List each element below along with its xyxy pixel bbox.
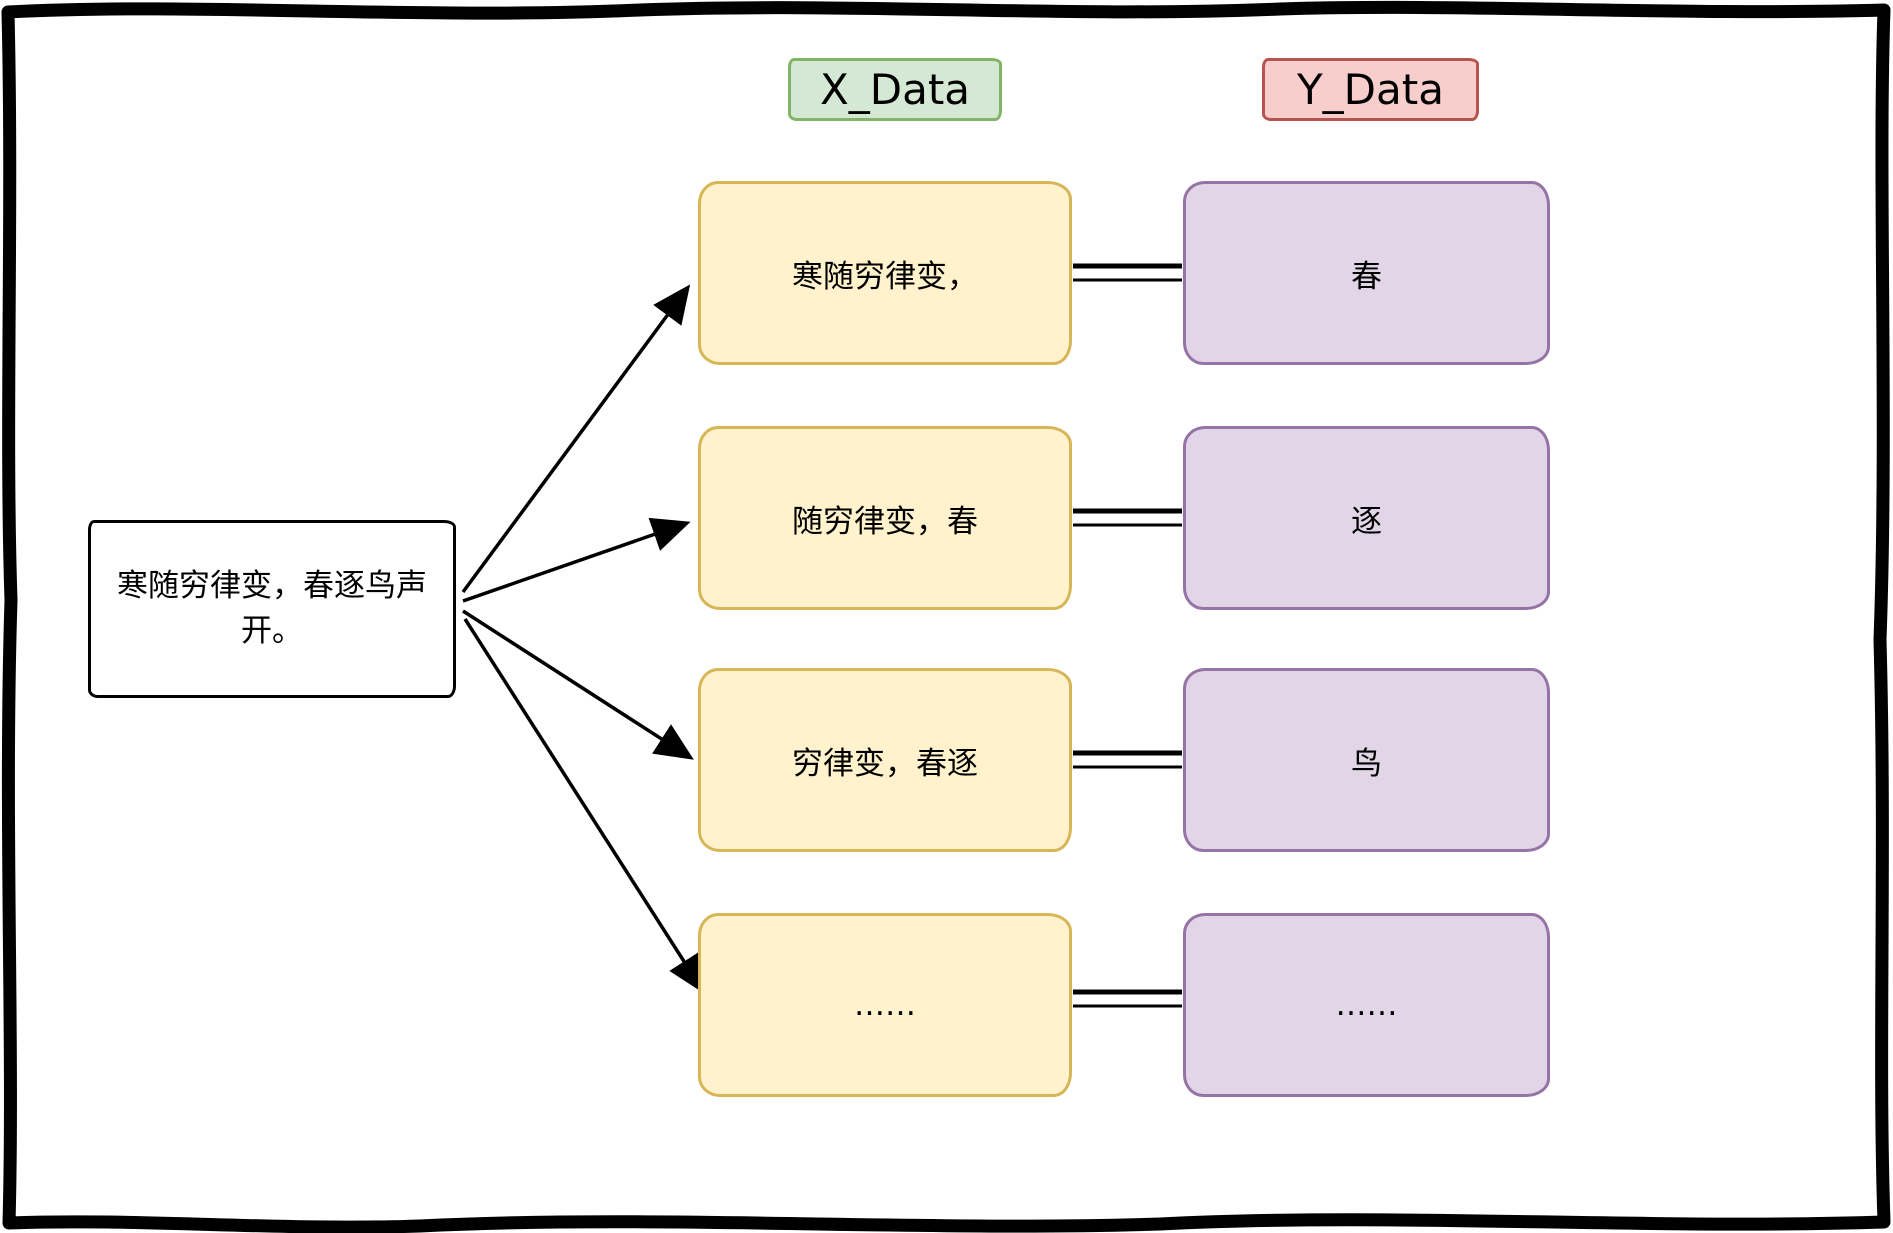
arrow-to-row-1	[461, 284, 691, 594]
source-sentence-box: 寒随穷律变，春逐鸟声开。	[88, 520, 456, 698]
x-data-box-1: 寒随穷律变，	[698, 181, 1072, 365]
y-data-box-2: 逐	[1183, 426, 1550, 610]
y-data-column-header: Y_Data	[1262, 58, 1479, 121]
y-data-box-1: 春	[1183, 181, 1550, 365]
arrow-to-row-2	[462, 517, 691, 603]
arrow-to-row-3	[462, 609, 694, 760]
y-data-box-4: ……	[1183, 913, 1550, 1097]
x-data-column-header: X_Data	[788, 58, 1002, 121]
x-data-box-3: 穷律变，春逐	[698, 668, 1072, 852]
x-data-box-4: ……	[698, 913, 1072, 1097]
y-data-box-3: 鸟	[1183, 668, 1550, 852]
x-data-box-2: 随穷律变，春	[698, 426, 1072, 610]
arrow-to-row-4	[463, 618, 705, 994]
